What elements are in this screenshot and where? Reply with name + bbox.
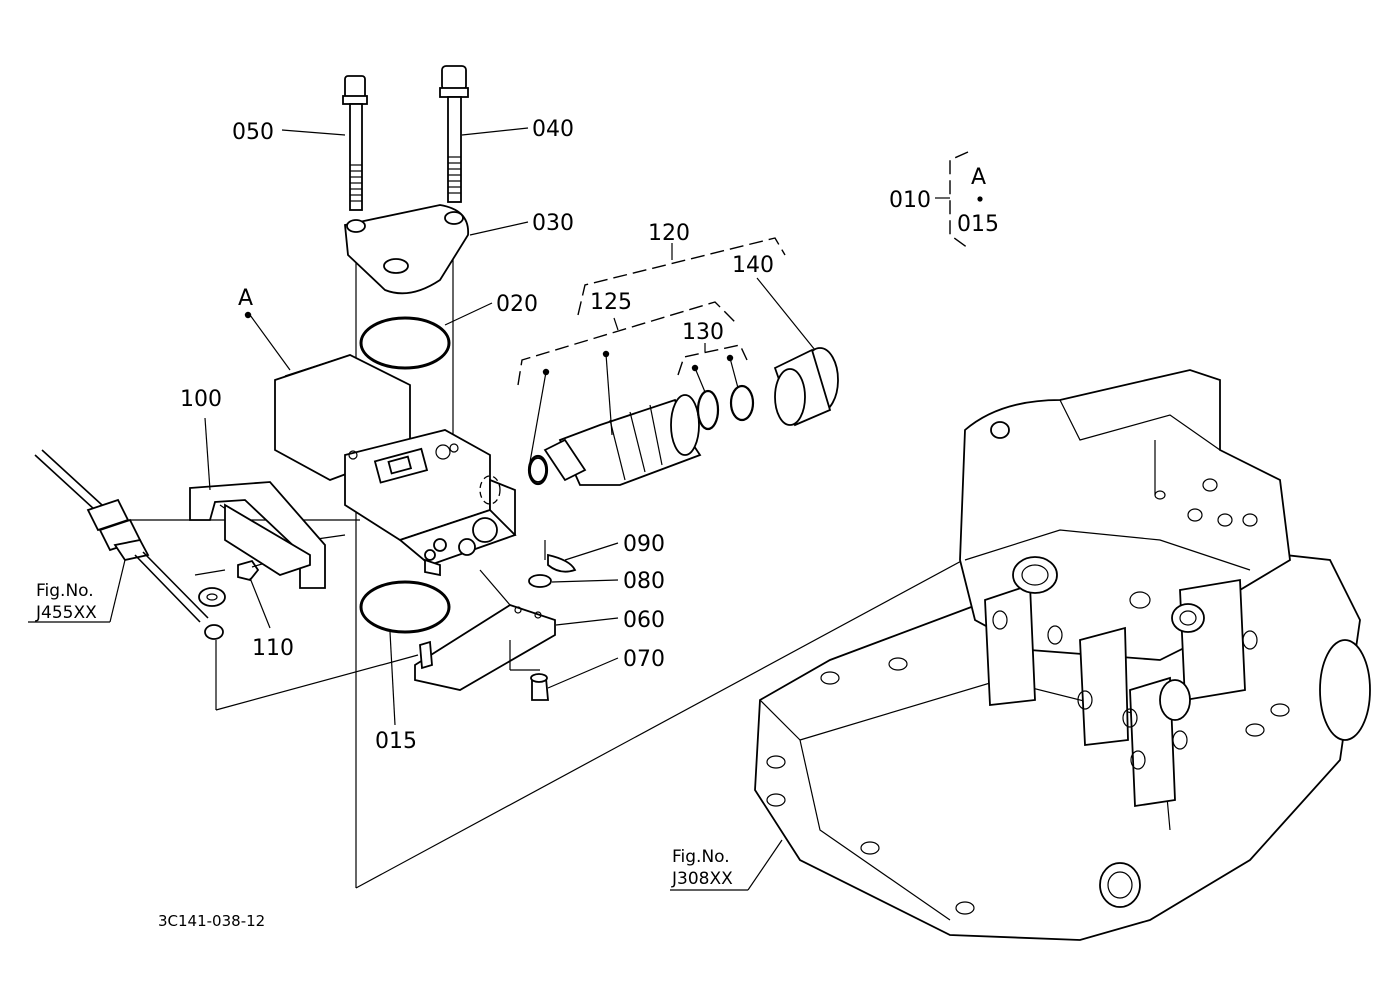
o-ring-130b	[729, 384, 755, 422]
o-ring-015-small	[527, 454, 549, 486]
label-130: 130	[682, 320, 724, 345]
fig-ref-2-line2: J308XX	[671, 869, 733, 889]
legend-a: A	[971, 165, 986, 190]
bolt-050	[342, 75, 368, 211]
lever-assembly-lines	[479, 540, 546, 671]
label-140: 140	[732, 253, 774, 278]
label-015: 015	[375, 729, 417, 754]
bolt-040	[439, 65, 469, 203]
drawing-code: 3C141-038-12	[158, 912, 265, 930]
label-050: 050	[232, 120, 274, 145]
fig-ref-2-line1: Fig.No.	[672, 847, 730, 867]
bolt-110	[237, 559, 263, 582]
label-090: 090	[623, 532, 665, 557]
washer-080	[528, 574, 552, 588]
spool-125	[529, 394, 702, 486]
pin-070	[530, 673, 549, 701]
group-dots	[244, 196, 983, 376]
bracket-100	[189, 481, 326, 589]
legend-010: 010	[889, 188, 931, 213]
label-125: 125	[590, 290, 632, 315]
fig-ref-1-line1: Fig.No.	[36, 581, 94, 601]
o-ring-130a	[696, 389, 720, 431]
label-110: 110	[252, 636, 294, 661]
valve-body-a	[274, 354, 517, 577]
label-060: 060	[623, 608, 665, 633]
control-cable	[34, 449, 226, 640]
clip-090	[547, 553, 577, 573]
fig-ref-1-line2: J455XX	[35, 603, 97, 623]
label-040: 040	[532, 117, 574, 142]
label-100: 100	[180, 387, 222, 412]
o-ring-020	[359, 316, 451, 370]
label-120: 120	[648, 221, 690, 246]
group-brackets	[517, 151, 969, 386]
o-ring-015	[359, 580, 451, 634]
collar-140	[773, 347, 839, 427]
label-020: 020	[496, 292, 538, 317]
cover-plate-030	[344, 204, 469, 295]
label-030: 030	[532, 211, 574, 236]
legend-015: 015	[957, 212, 999, 237]
label-080: 080	[623, 569, 665, 594]
label-070: 070	[623, 647, 665, 672]
leader-lines	[28, 127, 950, 891]
label-a: A	[238, 286, 253, 311]
lift-housing	[754, 369, 1371, 941]
